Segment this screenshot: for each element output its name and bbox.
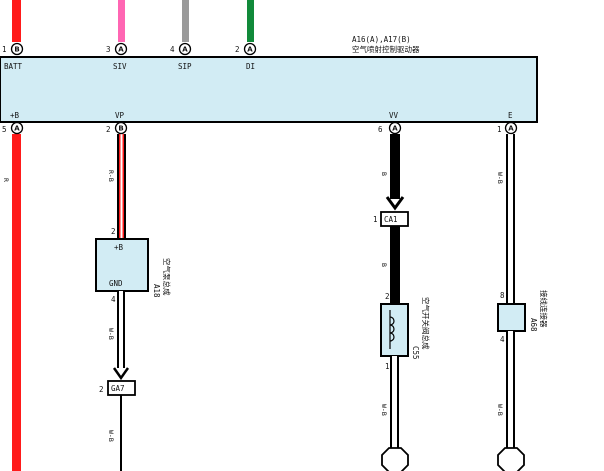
wire-plusb-red <box>12 134 21 471</box>
top-pin-di: A <box>243 42 257 56</box>
top-pin-num-siv: 3 <box>106 45 111 54</box>
ga7-pin: 2 <box>99 385 104 394</box>
wire-label-valve-out: W-B <box>380 404 388 416</box>
bottom-pin-vp: B <box>114 121 128 135</box>
pump-pin-bottom: 4 <box>111 295 116 304</box>
top-pin-num-di: 2 <box>235 45 240 54</box>
valve-name: 空气开关阀总成 <box>421 297 431 350</box>
top-pin-batt: B <box>10 42 24 56</box>
wire-label-batt: R <box>2 178 10 182</box>
bottom-pin-num-vv: 6 <box>378 125 383 134</box>
ground-octagon-jconn <box>497 447 525 471</box>
pump-ref: A18 <box>152 284 161 298</box>
bottom-pin-num-plusb: 5 <box>2 125 7 134</box>
arrow-vv-ca1 <box>385 196 405 211</box>
jconn-pin-top: 8 <box>500 291 505 300</box>
bottom-pin-conn-vp: B <box>118 125 123 133</box>
bottom-pin-vv: A <box>388 121 402 135</box>
top-pin-conn-siv: A <box>118 46 124 54</box>
wire-label-jconn-out: W-B <box>496 404 504 416</box>
top-pin-sip: A <box>178 42 192 56</box>
bottom-pin-label-plusb: +B <box>10 111 20 120</box>
pump-pin-top: 2 <box>111 227 116 236</box>
jconn-pin-bottom: 4 <box>500 335 505 344</box>
bottom-pin-conn-vv: A <box>392 125 398 133</box>
bottom-pin-conn-plusb: A <box>14 125 20 133</box>
top-pin-label-siv: SIV <box>113 62 127 71</box>
top-pin-num-batt: 1 <box>2 45 7 54</box>
wire-pump-lower <box>120 395 122 471</box>
bottom-pin-num-e: 1 <box>497 125 502 134</box>
arrow-pump-ga7 <box>112 367 130 381</box>
ga7-label: GA7 <box>111 384 125 393</box>
ecu-name: 空气喷射控制驱动器 <box>352 44 420 54</box>
pump-label-top: +B <box>114 243 124 252</box>
wire-vv-upper <box>390 134 400 199</box>
bottom-pin-label-e: E <box>508 111 513 120</box>
top-pin-conn-sip: A <box>182 46 188 54</box>
wire-label-vv-lower: B <box>380 263 388 267</box>
top-pin-label-di: DI <box>246 62 255 71</box>
ecu-ref: A16(A),A17(B) <box>352 35 411 44</box>
top-pin-label-batt: BATT <box>4 62 23 71</box>
top-pin-label-sip: SIP <box>178 62 192 71</box>
wire-label-pump-out: W-B <box>107 328 115 340</box>
ca1-label: CA1 <box>384 215 398 224</box>
valve-pin-bottom: 1 <box>385 362 390 371</box>
pump-box <box>95 238 149 292</box>
valve-box <box>380 303 409 357</box>
ecu-box <box>0 56 538 123</box>
bottom-pin-num-vp: 2 <box>106 125 111 134</box>
wire-label-vv-upper: B <box>380 172 388 176</box>
bottom-pin-label-vp: VP <box>115 111 125 120</box>
wire-batt-top <box>12 0 21 42</box>
top-pin-siv: A <box>114 42 128 56</box>
wire-valve-out-wb <box>390 356 399 448</box>
bottom-pin-conn-e: A <box>508 125 514 133</box>
top-pin-num-sip: 4 <box>170 45 175 54</box>
wire-sip-top <box>182 0 189 42</box>
wire-siv-top <box>118 0 125 42</box>
top-pin-conn-di: A <box>247 46 253 54</box>
bottom-pin-label-vv: VV <box>389 111 399 120</box>
valve-ref: C55 <box>411 346 420 360</box>
wire-vv-lower <box>390 226 400 304</box>
ca1-pin: 1 <box>373 215 378 224</box>
wire-e-wb <box>506 134 515 304</box>
jconn-ref: A68 <box>529 318 538 332</box>
wire-jconn-out-wb <box>506 331 515 448</box>
pump-name: 空气泵总成 <box>162 258 172 296</box>
bottom-pin-e: A <box>504 121 518 135</box>
ground-octagon-valve <box>381 447 409 471</box>
jconn-name: 接线连接器 <box>539 290 549 328</box>
wire-pump-out-wb <box>117 291 125 368</box>
wire-label-vp: R-B <box>107 170 115 182</box>
wire-di-top <box>247 0 254 42</box>
top-pin-conn-batt: B <box>14 46 19 54</box>
coil-icon <box>389 310 395 349</box>
jconn-box <box>497 303 526 332</box>
wire-vp-rb <box>117 134 126 239</box>
pump-label-bottom: GND <box>109 279 123 288</box>
valve-pin-top: 2 <box>385 292 390 301</box>
bottom-pin-plusb: A <box>10 121 24 135</box>
wire-label-pump-lower: W-B <box>107 430 115 442</box>
wire-label-e: W-B <box>496 172 504 184</box>
